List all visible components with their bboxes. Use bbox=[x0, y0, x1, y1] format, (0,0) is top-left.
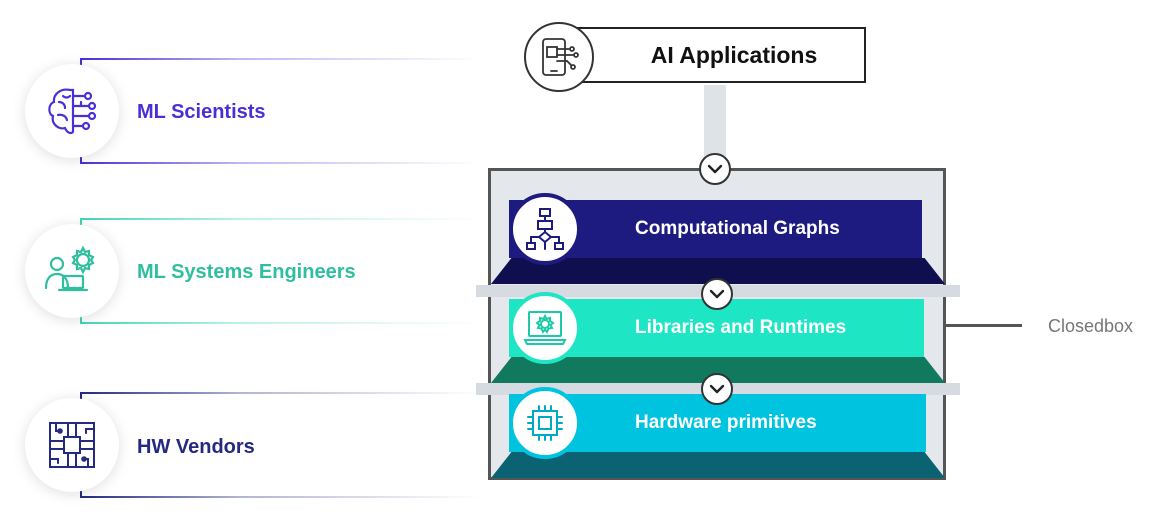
ml-systems-engineers-badge bbox=[25, 224, 119, 318]
role-label-hw-vendors: HW Vendors bbox=[137, 436, 255, 458]
hw-vendors-badge bbox=[25, 398, 119, 492]
chevron-down-icon bbox=[699, 153, 731, 185]
app-connector bbox=[704, 85, 726, 169]
hardware-primitives-badge bbox=[509, 387, 581, 459]
layer-computational-graphs: Computational Graphs bbox=[509, 200, 922, 258]
ml-scientists-badge bbox=[25, 64, 119, 158]
layer-label-hardware-primitives: Hardware primitives bbox=[635, 412, 817, 433]
layer-label-computational-graphs: Computational Graphs bbox=[635, 218, 840, 239]
chevron-down-icon bbox=[701, 373, 733, 405]
libraries-runtimes-badge bbox=[509, 292, 581, 364]
ai-applications-label: AI Applications bbox=[650, 41, 818, 68]
chip-circuit-icon bbox=[49, 422, 95, 468]
computational-graphs-badge bbox=[509, 193, 581, 265]
ai-applications-box: AI Applications bbox=[566, 27, 866, 83]
layer-label-libraries-runtimes: Libraries and Runtimes bbox=[635, 317, 847, 338]
role-label-ml-systems-engineers: ML Systems Engineers bbox=[137, 261, 356, 283]
flowchart-icon bbox=[526, 208, 564, 250]
processor-chip-icon bbox=[527, 405, 563, 441]
closedbox-label: Closedbox bbox=[1048, 316, 1134, 336]
phone-circuit-icon bbox=[542, 38, 579, 76]
layer-shelf-hardware-primitives bbox=[491, 452, 945, 478]
closedbox-pointer-line bbox=[946, 324, 1022, 327]
ai-applications-badge bbox=[524, 22, 594, 92]
brain-circuit-icon bbox=[48, 88, 97, 135]
role-label-ml-scientists: ML Scientists bbox=[137, 101, 266, 123]
laptop-gear-icon bbox=[523, 311, 567, 345]
engineer-gear-laptop-icon bbox=[44, 245, 95, 292]
chevron-down-icon bbox=[701, 278, 733, 310]
